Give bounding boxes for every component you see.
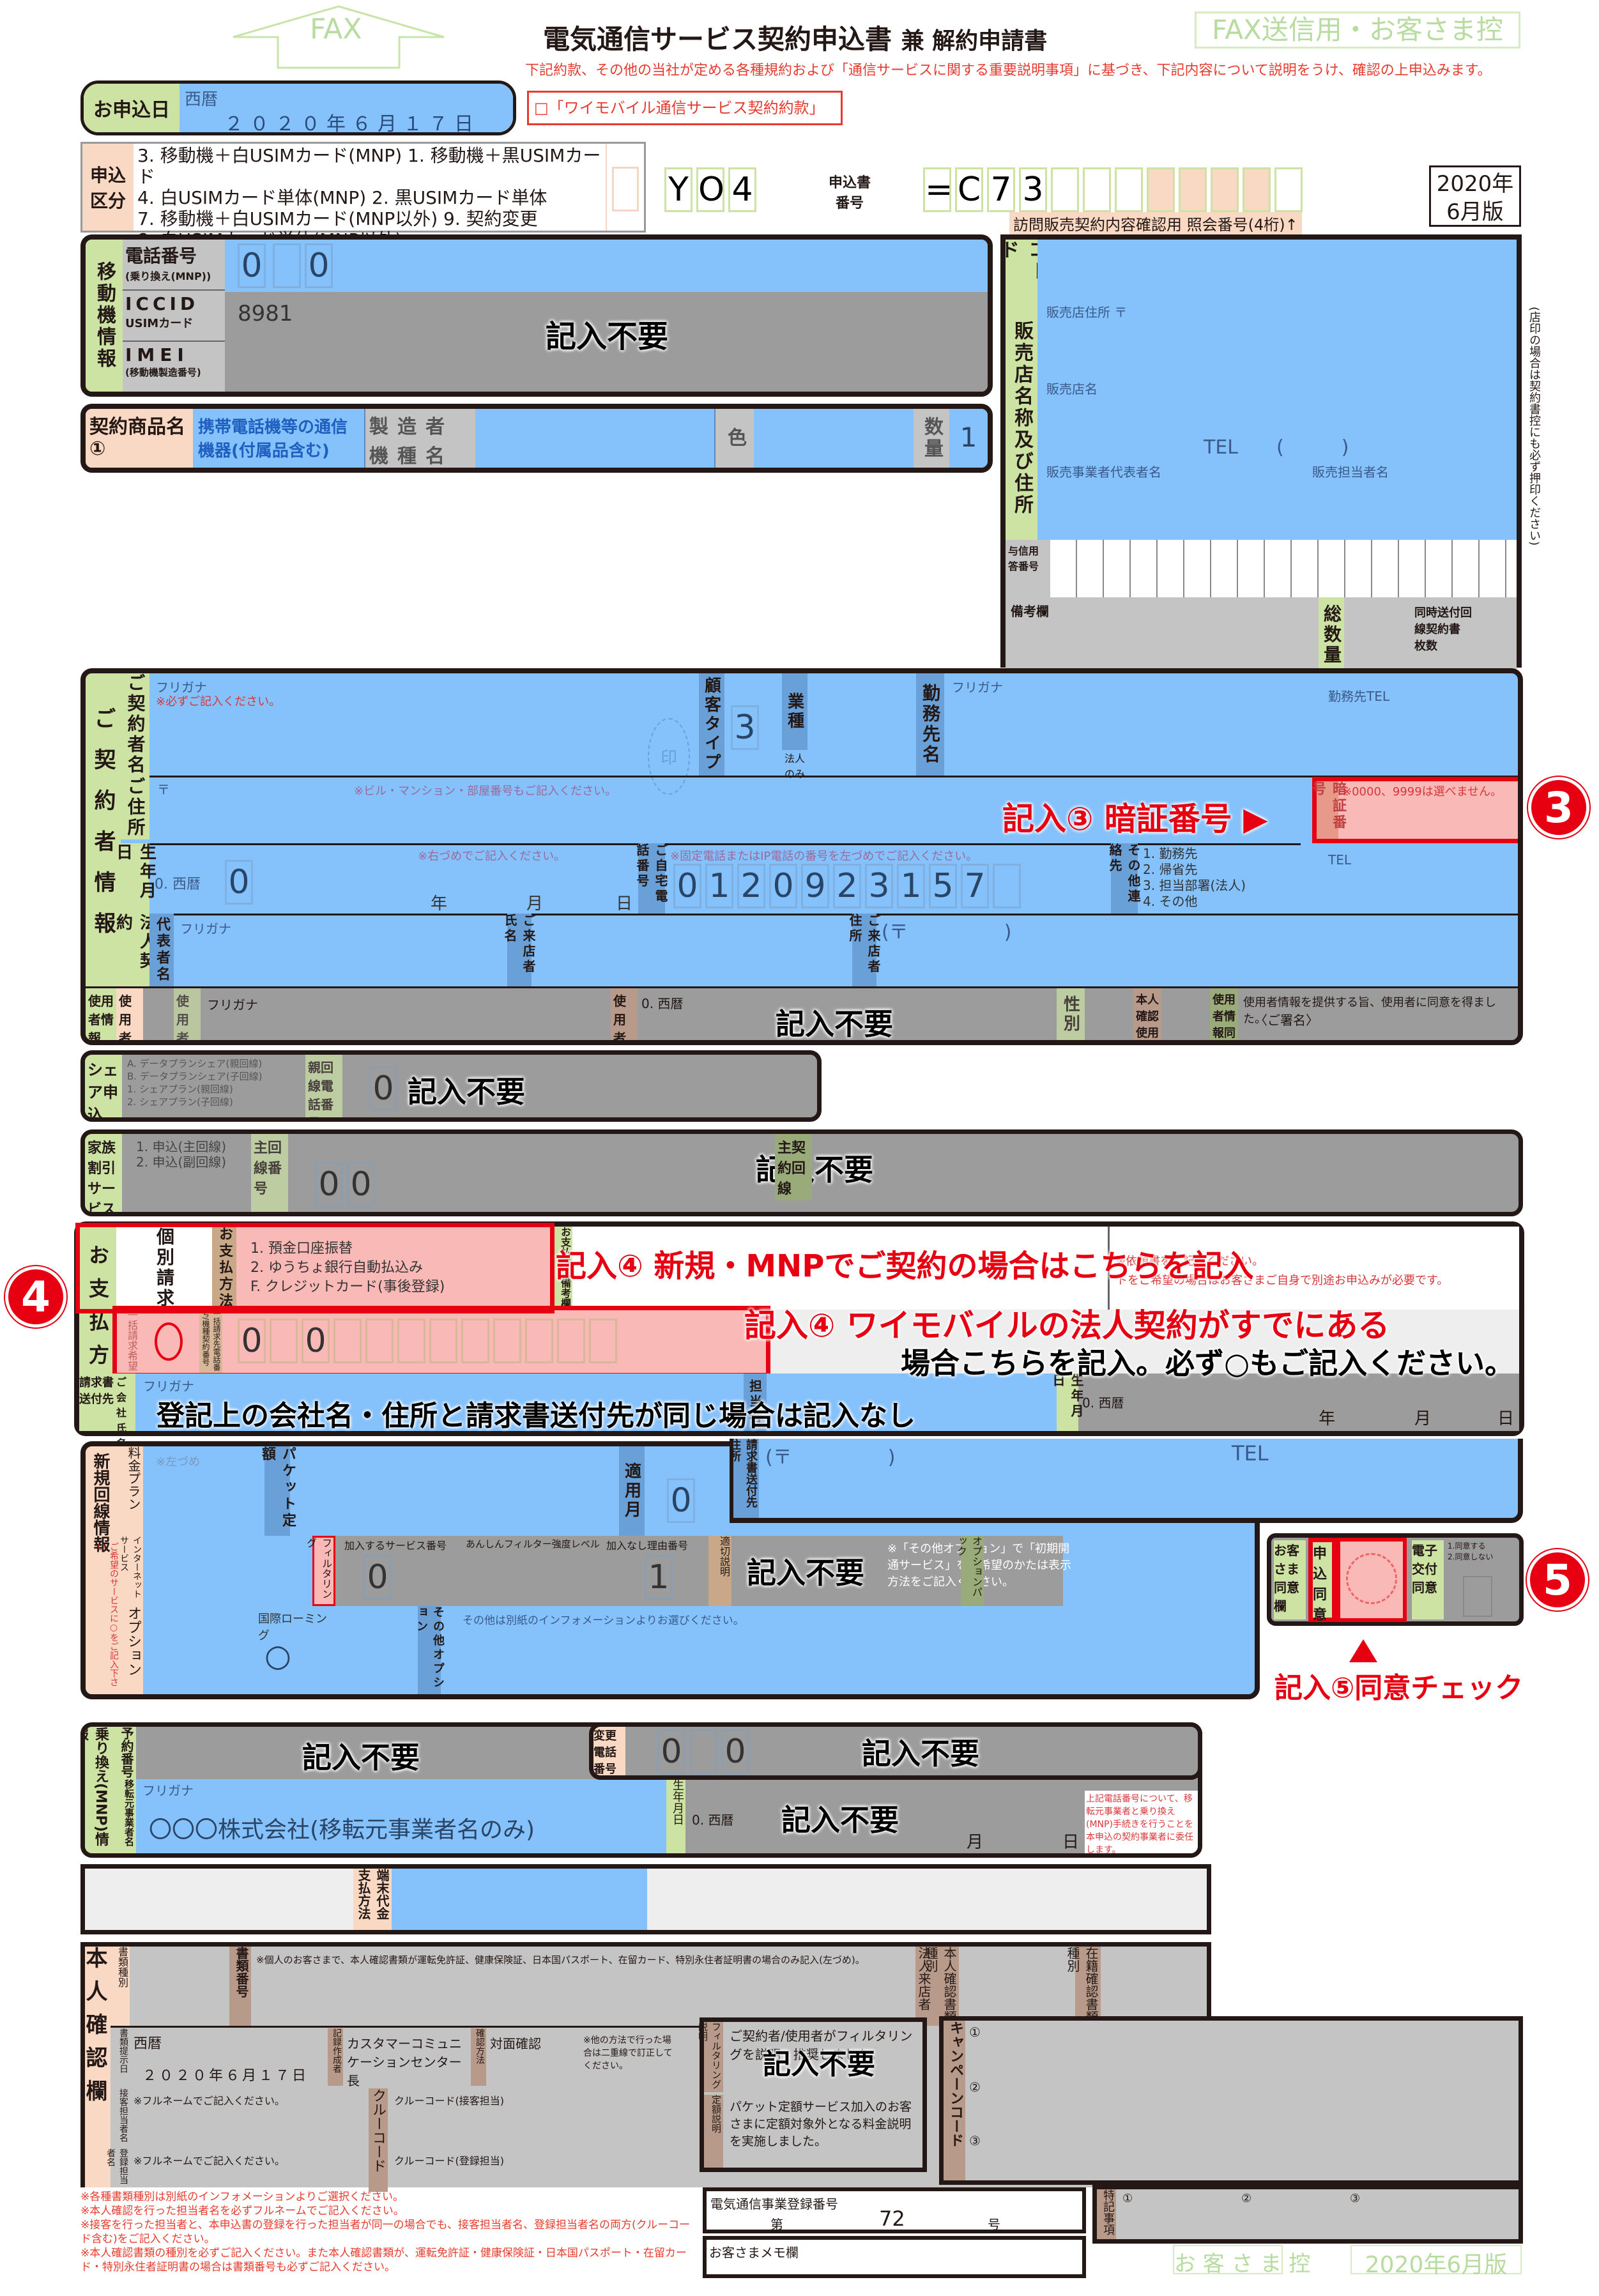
model-field[interactable]	[475, 409, 715, 468]
store-info: コード 販売店名称及び住所 販売店住所 〒 販売店名 TEL ( ) 販売事業者…	[997, 234, 1522, 673]
page-title: 電気通信サービス契約申込書 兼 解約申請書	[543, 24, 1048, 55]
footer-edition: 2020年6月版	[1350, 2245, 1522, 2278]
iccid-field[interactable]: 8981	[225, 292, 988, 351]
application-type: 申込区分 3. 移動機＋白USIMカード(MNP) 1. 移動機＋黒USIMカー…	[80, 142, 646, 250]
color-field[interactable]	[754, 409, 914, 468]
phone-number-field[interactable]: 0 0	[225, 240, 988, 292]
imei-field[interactable]	[225, 351, 988, 392]
registration-number: 電気通信事業登録番号 第 72 号	[703, 2187, 1086, 2233]
special-notes: 特記事項 ① ② ③	[1092, 2185, 1523, 2244]
user-info: 使用者情報 使用者区分 使用者氏名 フリガナ 使用者生年月日 0. 西暦 記入不…	[86, 986, 1518, 1040]
apply-consent-field[interactable]	[1336, 1538, 1407, 1622]
edition-box: 2020年6月版	[1429, 165, 1521, 227]
customer-copy-label: お 客 さ ま 控	[1173, 2245, 1310, 2277]
callout-new-mnp: 記入④ 新規・MNPでご契約の場合はこちらを記入	[556, 1248, 1254, 1284]
share-application: シェア申込 A. データプランシェア(親回線)B. データプランシェア(子回線)…	[80, 1050, 822, 1122]
agent-number-field[interactable]	[1050, 540, 1517, 597]
application-date: お申込日 西暦 ２０２０年６月１７日	[80, 80, 516, 135]
terminal-payment: 端末代金支払方法	[80, 1864, 1211, 1934]
step-4-marker: 4	[5, 1266, 66, 1328]
callout-corp: 記入④ ワイモバイルの法人契約がすでにある	[744, 1307, 1390, 1344]
callout-billing: 登記上の会社名・住所と請求書送付先が同じ場合は記入なし	[157, 1400, 915, 1432]
remarks-field[interactable]: 備考欄 総数量 同時送付回線契約書 枚数	[1006, 597, 1517, 673]
seal-mark: 印	[648, 718, 690, 795]
visit-note: 訪問販売契約内容確認用 照会番号(4桁)↑	[1009, 212, 1302, 234]
form-number-label: 申込書番号	[828, 175, 871, 211]
fax-copy-label: FAX送信用・お客さま控	[1195, 11, 1520, 49]
footer-notes: ※各種書類種別は別紙のインフォメーションよりご選択ください。※本人確認を行った担…	[80, 2191, 691, 2274]
contractor-info: ご契約者情報 ご契約者名 フリガナ ※必ずご記入ください。 印 顧客タイプ 3 …	[80, 668, 1523, 1045]
elec-consent-field[interactable]	[1463, 1576, 1492, 1617]
customer-memo[interactable]: お客さまメモ欄	[703, 2236, 1086, 2278]
filtering-explain: フィルタリング説明 ご契約者/使用者がフィルタリングを説明・推奨しました。 記入…	[697, 2017, 927, 2172]
campaign-code: キャンペーンコード ① ② ③	[939, 2016, 1523, 2185]
step-3-marker: 3	[1528, 777, 1589, 838]
terms-checkbox[interactable]: □「ワイモバイル通信サービス契約約款」	[527, 91, 843, 125]
consent-callout: 記入⑤同意チェック	[1274, 1672, 1524, 1704]
callout-corp-2: 場合こちらを記入。必ず○もご記入ください。	[901, 1346, 1515, 1381]
new-line-info: 新規回線情報 料金プラン ※左づめ パケット定額 適用月 0 インターネットサー…	[80, 1441, 1260, 1699]
notice-text: 下記約款、その他の当社が定める各種規約および「通信サービスに関する重要説明事項」…	[525, 63, 1492, 79]
billing-address[interactable]: 請求書送付先住所 (〒 ) TEL	[728, 1439, 1523, 1523]
pin-callout: 記入③ 暗証番号 ▶	[1002, 800, 1268, 838]
pin-field[interactable]: 暗証番号 ※0000、9999は選べません。	[1310, 777, 1518, 843]
fax-arrow: FAX	[227, 5, 450, 69]
store-side-note: (店印の場合は契約書控にも必ず押印ください)	[1527, 307, 1541, 546]
triangle-icon	[1349, 1639, 1377, 1662]
step-5-marker: 5	[1527, 1549, 1588, 1611]
type-input[interactable]	[606, 144, 644, 231]
bulk-circle[interactable]	[155, 1322, 183, 1361]
contract-product: 契約商品名① 携帯電話機等の通信機器(付属品含む) 製造者機種名 色 数量 1	[80, 404, 993, 473]
store-code-field[interactable]	[1037, 240, 1517, 297]
